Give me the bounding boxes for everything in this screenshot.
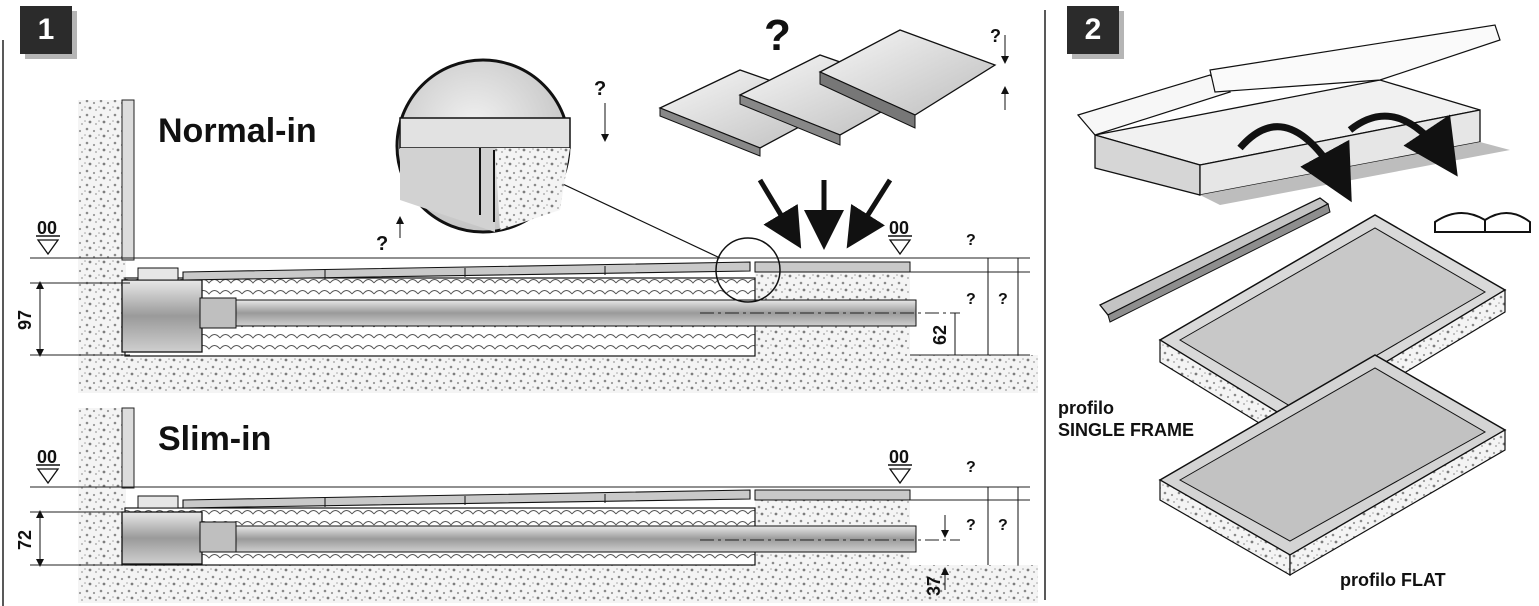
question-mark-bottom-2: ? bbox=[966, 517, 976, 534]
normal-in-section bbox=[30, 99, 1038, 393]
step-2-badge: 2 bbox=[1067, 6, 1119, 54]
zoom-detail bbox=[395, 58, 609, 238]
dim-97: 97 bbox=[15, 310, 35, 330]
question-mark-tile: ? bbox=[990, 26, 1001, 46]
step-1-badge: 1 bbox=[20, 6, 72, 54]
manual-book-icon bbox=[1434, 212, 1531, 233]
level-label-left-top: 00 bbox=[37, 218, 57, 238]
label-profilo-single-2: SINGLE FRAME bbox=[1058, 420, 1194, 440]
tray-single-frame bbox=[1158, 214, 1507, 444]
dim-72: 72 bbox=[15, 530, 35, 550]
profile-strip bbox=[1098, 197, 1331, 323]
question-mark-large: ? bbox=[764, 11, 791, 60]
label-profilo-flat: profilo FLAT bbox=[1340, 570, 1446, 590]
tray-flat bbox=[1158, 354, 1507, 577]
normal-in-title: Normal-in bbox=[158, 112, 317, 150]
level-label-left-bottom: 00 bbox=[37, 447, 57, 467]
question-mark-top-3: ? bbox=[998, 291, 1008, 308]
level-label-right-top: 00 bbox=[889, 218, 909, 238]
dim-37: 37 bbox=[924, 576, 944, 596]
label-profilo-single-1: profilo bbox=[1058, 398, 1114, 418]
slim-in-title: Slim-in bbox=[158, 420, 271, 458]
tile-options bbox=[658, 29, 1009, 250]
question-mark-detail-top: ? bbox=[594, 78, 606, 100]
dim-62: 62 bbox=[930, 325, 950, 345]
box-illustration bbox=[1076, 24, 1510, 205]
slim-in-section bbox=[30, 407, 1038, 603]
question-mark-bottom-3: ? bbox=[998, 517, 1008, 534]
question-mark-top-1: ? bbox=[966, 232, 976, 249]
level-label-right-bottom: 00 bbox=[889, 447, 909, 467]
question-mark-bottom-1: ? bbox=[966, 459, 976, 476]
question-mark-top-2: ? bbox=[966, 291, 976, 308]
question-mark-detail-bottom: ? bbox=[376, 233, 388, 255]
